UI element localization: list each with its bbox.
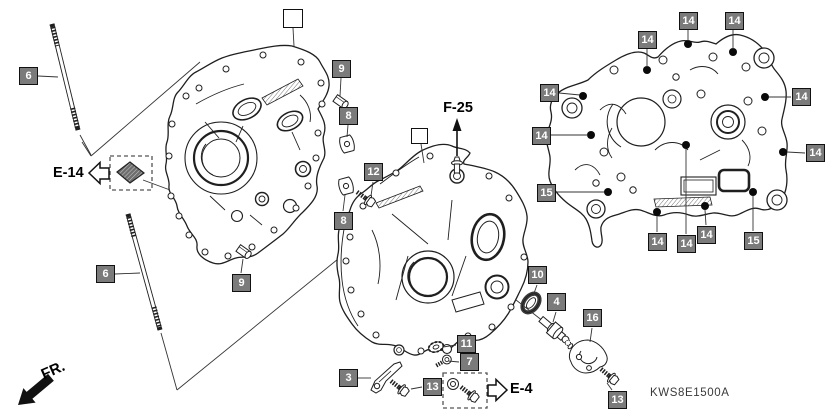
bolt-13-left — [388, 377, 411, 398]
callout-14: 14 — [677, 235, 696, 253]
leader-lines — [37, 27, 806, 391]
callout-14: 14 — [792, 88, 811, 106]
callout-10: 10 — [528, 266, 547, 284]
sealing-plate-8-upper — [339, 134, 355, 154]
oil-check-bolt-f25 — [451, 156, 463, 174]
callout-6: 6 — [96, 265, 115, 283]
oil-seal-10 — [520, 291, 542, 315]
e14-arrow-icon — [87, 160, 110, 186]
right-crankcase-art — [545, 33, 788, 248]
dowel-pin-9-upper — [332, 94, 349, 109]
callout-14: 14 — [540, 84, 559, 102]
e4-bolt — [458, 383, 481, 404]
small-parts — [49, 23, 620, 404]
ref-label-e14: E-14 — [53, 165, 84, 181]
e4-washer — [447, 378, 459, 390]
washer-11 — [427, 340, 445, 354]
bolt-hole-dots — [579, 40, 787, 216]
stopper-plate-16 — [568, 339, 608, 374]
callout-3: 3 — [339, 369, 358, 387]
bolt-13-right — [597, 365, 620, 387]
arm-3 — [370, 361, 403, 394]
spindle-4 — [538, 315, 574, 350]
callout-15: 15 — [744, 232, 763, 250]
sealing-plate-8-lower — [338, 176, 354, 196]
callout-13: 13 — [423, 378, 442, 396]
callout-8: 8 — [334, 212, 353, 230]
middle-crankcase-art — [336, 143, 529, 356]
callout-16: 16 — [583, 309, 602, 327]
ref-label-e4: E-4 — [510, 381, 533, 397]
e4-arrow-icon — [487, 377, 509, 403]
callout-14: 14 — [648, 233, 667, 251]
e14-gasket-icon — [116, 161, 146, 184]
callout-14: 14 — [532, 127, 551, 145]
callout-12: 12 — [364, 163, 383, 181]
ref-label-f25: F-25 — [443, 100, 473, 116]
e4-dashed-box — [442, 372, 488, 409]
callout-14: 14 — [806, 144, 825, 162]
sealing-bolt-7 — [434, 354, 452, 368]
callout-14: 14 — [679, 12, 698, 30]
callout-7: 7 — [460, 353, 479, 371]
stud-bolt-6-lower — [125, 213, 163, 331]
callout-9: 9 — [232, 274, 251, 292]
callout-11: 11 — [457, 335, 476, 353]
f25-arrow-icon — [452, 118, 462, 131]
unnumbered-ref-box-1 — [283, 9, 303, 28]
dowel-pin-9-lower — [235, 244, 252, 259]
callout-14: 14 — [638, 31, 657, 49]
fr-arrow-icon — [18, 373, 54, 405]
e14-dashed-box — [109, 155, 153, 191]
reference-symbols — [18, 118, 509, 409]
callout-4: 4 — [547, 293, 566, 311]
callout-6: 6 — [19, 67, 38, 85]
callout-13: 13 — [608, 391, 627, 409]
callout-9: 9 — [332, 60, 351, 78]
callout-14: 14 — [697, 226, 716, 244]
left-crankcase-art — [164, 44, 330, 265]
part-code: KWS8E1500A — [650, 387, 730, 399]
callout-8: 8 — [339, 107, 358, 125]
unnumbered-ref-box-2 — [411, 128, 428, 144]
callout-14: 14 — [725, 12, 744, 30]
stud-bolt-6-upper — [49, 23, 81, 131]
callout-15: 15 — [537, 184, 556, 202]
